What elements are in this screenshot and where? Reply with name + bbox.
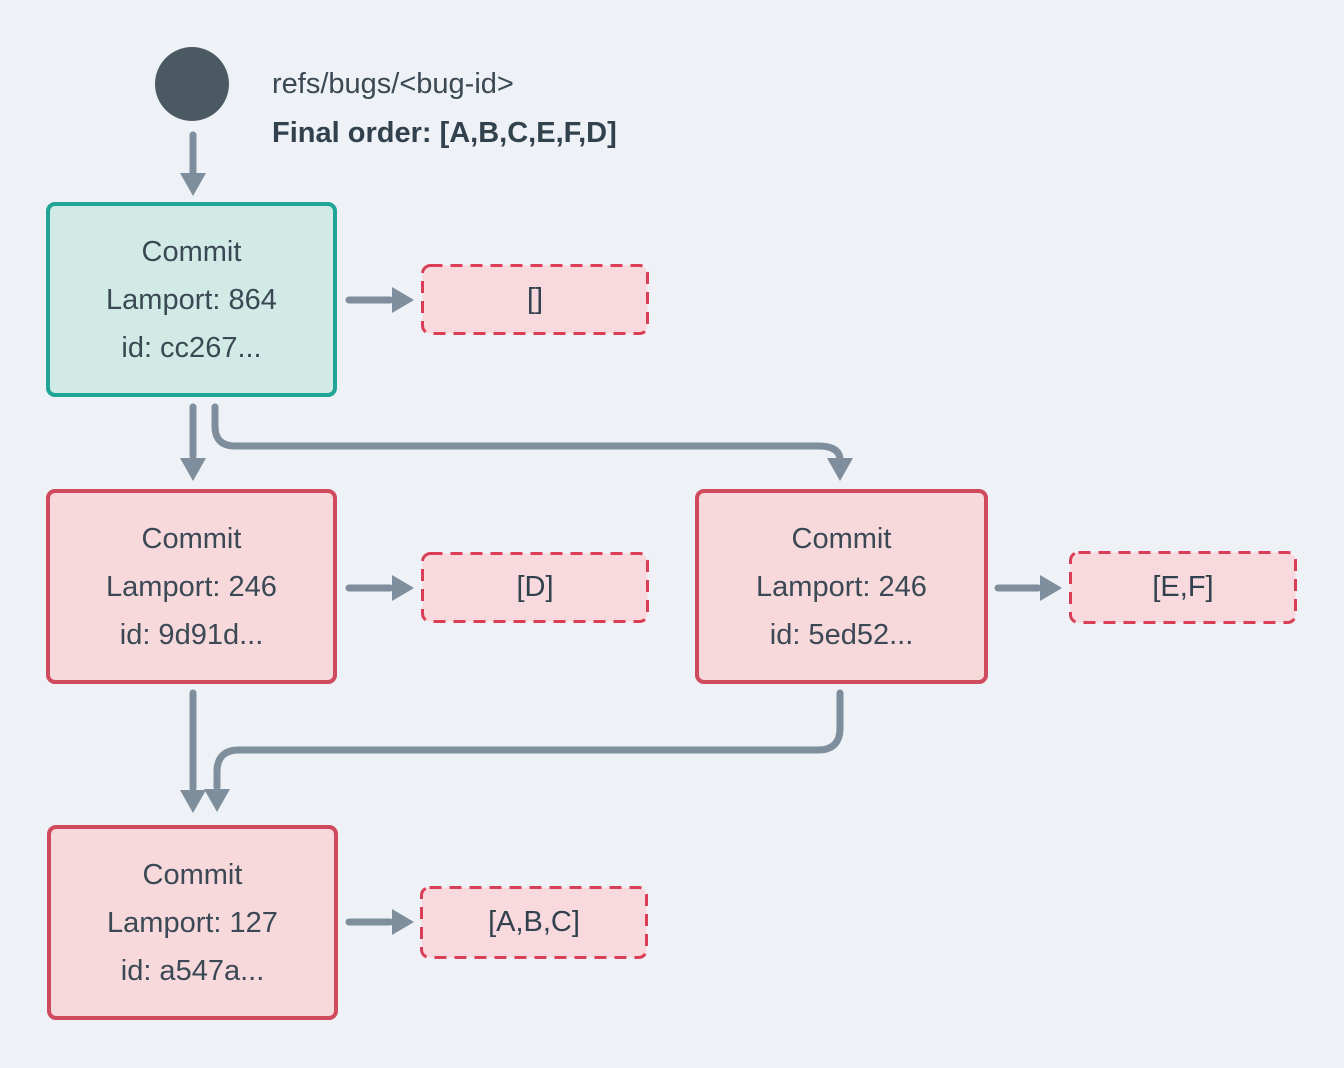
arrowhead-right-to-bottom [204, 789, 230, 812]
commit-node-right: Commit Lamport: 246 id: 5ed52... [695, 489, 988, 684]
commit-lamport: Lamport: 246 [756, 570, 927, 603]
commit-id: id: cc267... [121, 331, 262, 364]
commit-title: Commit [141, 522, 242, 555]
ops-list-bottom: [A,B,C] [488, 906, 580, 938]
arrowhead-left-to-ops [392, 575, 414, 601]
arrow-right-to-bottom [213, 689, 844, 791]
commit-lamport: Lamport: 246 [106, 570, 277, 603]
commit-node-bottom: Commit Lamport: 127 id: a547a... [47, 825, 338, 1020]
arrowhead-left-to-bottom [180, 790, 206, 813]
arrowhead-root-to-ops [392, 287, 414, 313]
ops-list-left: [D] [516, 571, 554, 603]
commit-title: Commit [142, 858, 243, 891]
arrowhead-root-to-left [180, 458, 206, 481]
ops-list-right: [E,F] [1152, 571, 1214, 603]
arrowhead-bottom-to-ops [392, 909, 414, 935]
arrowhead-root-to-right [827, 458, 853, 481]
commit-lamport: Lamport: 127 [107, 906, 278, 939]
commit-id: id: 9d91d... [119, 618, 264, 651]
final-order-label: Final order: [A,B,C,E,F,D] [272, 117, 617, 149]
commit-lamport: Lamport: 864 [106, 283, 277, 316]
arrowhead-ref-to-root [180, 173, 206, 196]
ref-node-circle [155, 47, 229, 121]
ops-box-bottom [420, 886, 648, 959]
commit-id: id: 5ed52... [769, 618, 914, 651]
ops-list-root: [] [526, 283, 544, 315]
ops-box-right [1069, 551, 1297, 624]
commit-title: Commit [791, 522, 892, 555]
commit-id: id: a547a... [120, 954, 265, 987]
arrow-root-to-right [211, 403, 844, 464]
commit-node-left: Commit Lamport: 246 id: 9d91d... [46, 489, 337, 684]
arrowhead-right-to-ops [1040, 575, 1062, 601]
commit-title: Commit [141, 235, 242, 268]
commit-node-root: Commit Lamport: 864 id: cc267... [46, 202, 337, 397]
ops-box-left [421, 552, 649, 623]
ref-label: refs/bugs/<bug-id> [272, 68, 514, 100]
ops-box-root [421, 264, 649, 335]
